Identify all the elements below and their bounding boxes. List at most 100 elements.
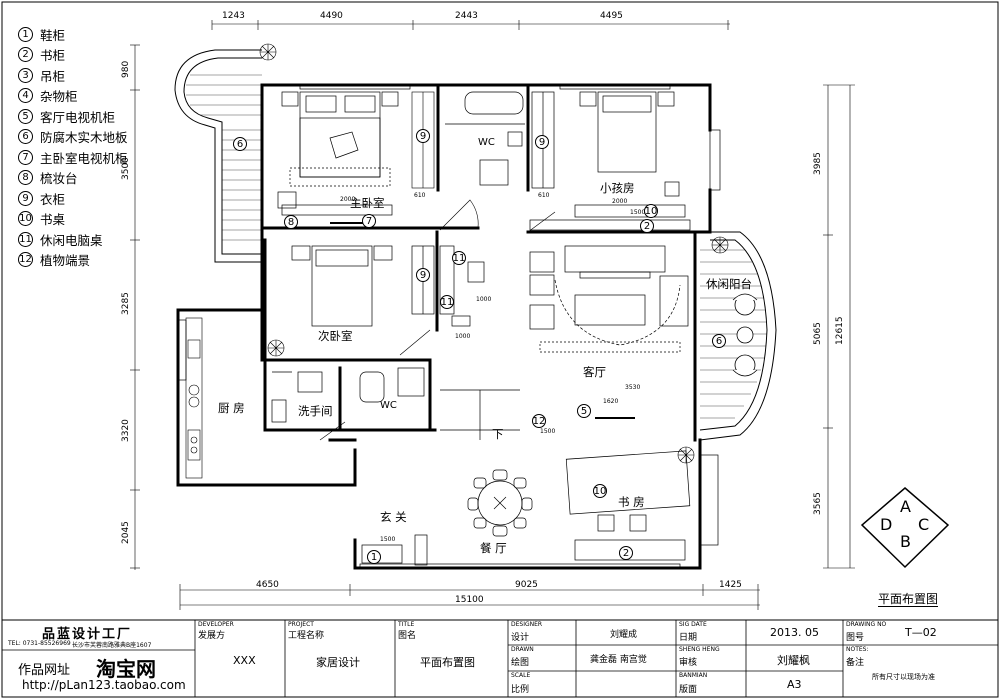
dim-inner-10: 3530 (625, 384, 641, 391)
dim-inner-9: 1500 (540, 428, 556, 435)
sigdate-en: SIG DATE (679, 621, 707, 628)
balcony-right (699, 231, 777, 441)
taobao-logo: 淘宝网 (96, 657, 156, 681)
legend-label: 防腐木实木地板 (40, 130, 128, 146)
project-en: PROJECT (288, 621, 314, 628)
title-en: TITLE (398, 621, 415, 628)
scale-en: SCALE (511, 672, 531, 679)
study-furniture (565, 450, 691, 561)
dim-inner-7: 1000 (476, 296, 492, 303)
balcony-right-hatch (700, 249, 767, 419)
website-url: http://pLan123.taobao.com (22, 678, 186, 692)
developer-value: XXX (233, 654, 256, 667)
sheng-en: SHENG HENG (679, 646, 720, 653)
developer-en: DEVELOPER (198, 621, 234, 628)
kitchen-fixtures (185, 317, 203, 479)
washroom-fixtures (271, 367, 425, 423)
compass-symbol (860, 487, 950, 569)
marker-8: 8 (284, 215, 298, 229)
legend-label: 梳妆台 (40, 171, 78, 187)
compass-c: C (918, 515, 930, 534)
balcony-top-left (174, 49, 262, 263)
dim-inner-8: 1500 (380, 536, 396, 543)
dim-top-1: 1243 (222, 11, 245, 21)
room-second-bedroom: 次卧室 (318, 329, 353, 343)
stair-down-label: 下 (492, 427, 504, 441)
legend-label: 植物端景 (40, 253, 91, 269)
drawingno-en: DRAWING NO (846, 621, 887, 628)
compass-d: D (880, 515, 893, 534)
designer-value: 刘耀成 (610, 630, 638, 640)
balcony-top-left-hatch (186, 74, 262, 241)
banmian-en: BANMIAN (679, 672, 708, 679)
sheng-value: 刘耀枫 (777, 654, 810, 667)
room-living: 客厅 (583, 365, 606, 379)
legend-label: 杂物柜 (40, 89, 78, 105)
legend-label: 鞋柜 (40, 27, 66, 43)
room-dining: 餐 厅 (480, 541, 507, 555)
legend-number: 8 (18, 170, 33, 186)
marker-10-study: 10 (593, 484, 607, 498)
dim-inner-4: 2000 (612, 198, 628, 205)
drawing-title: 平面布置图 (878, 592, 939, 607)
drawn-cn: 绘图 (511, 658, 530, 668)
marker-2-kids: 2 (640, 219, 654, 233)
door-swings (319, 199, 556, 441)
title-cn: 图名 (398, 631, 417, 641)
marker-9-master: 9 (416, 129, 430, 143)
drawn-value: 龚金磊 南宫觉 (590, 655, 647, 665)
notes-en: NOTES: (846, 646, 869, 653)
dim-inner-11: 1620 (603, 398, 619, 405)
legend-label: 吊柜 (40, 68, 66, 84)
marker-9-wc: 9 (535, 135, 549, 149)
marker-12: 12 (532, 414, 546, 428)
legend-number: 11 (18, 231, 33, 247)
room-kids: 小孩房 (600, 181, 635, 195)
dim-top-2: 4490 (320, 11, 343, 21)
designer-cn: 设计 (511, 633, 530, 643)
dim-top-4: 4495 (600, 11, 623, 21)
dim-top-3: 2443 (455, 11, 478, 21)
company-phone: TEL: 0731-85526969 (8, 640, 71, 647)
banmian-value: A3 (787, 678, 802, 691)
drawn-en: DRAWN (511, 646, 534, 653)
legend-item: 12 植物端景 (18, 250, 128, 271)
legend-label: 衣柜 (40, 191, 66, 207)
drawingno-value: T—02 (905, 626, 937, 639)
dim-inner-5: 610 (538, 192, 550, 199)
drawingno-cn: 图号 (846, 633, 865, 643)
dining-table (467, 469, 533, 537)
legend-number: 9 (18, 190, 33, 206)
room-washroom: 洗手间 (298, 404, 333, 418)
notes-cn: 备注 (846, 658, 865, 668)
designer-en: DESIGNER (511, 621, 543, 628)
title-value: 平面布置图 (420, 656, 475, 669)
room-leisure-balcony: 休闲阳台 (706, 277, 752, 291)
compass-b: B (900, 532, 911, 551)
marker-9-second: 9 (416, 268, 430, 282)
marker-11-a: 11 (452, 251, 466, 265)
legend-number: 12 (18, 252, 33, 268)
legend-number: 3 (18, 67, 33, 83)
living-furniture (529, 245, 689, 419)
scale-cn: 比例 (511, 685, 530, 695)
marker-11-b: 11 (440, 295, 454, 309)
room-wc-bottom: WC (380, 400, 397, 411)
sigdate-value: 2013. 05 (770, 626, 819, 639)
kids-bed (529, 91, 691, 231)
legend-label: 主卧室电视机柜 (40, 150, 128, 166)
room-entrance: 玄 关 (380, 510, 407, 524)
dim-bottom-3: 1425 (719, 580, 742, 590)
room-wc-top: WC (478, 137, 495, 148)
dim-inner-6: 1000 (455, 333, 471, 340)
wc-top-fixtures (445, 91, 525, 186)
dim-inner-2: 610 (414, 192, 426, 199)
legend-number: 1 (18, 26, 33, 42)
dim-inner-3: 1500 (630, 209, 646, 216)
windows (177, 84, 721, 569)
legend-number: 4 (18, 88, 33, 104)
